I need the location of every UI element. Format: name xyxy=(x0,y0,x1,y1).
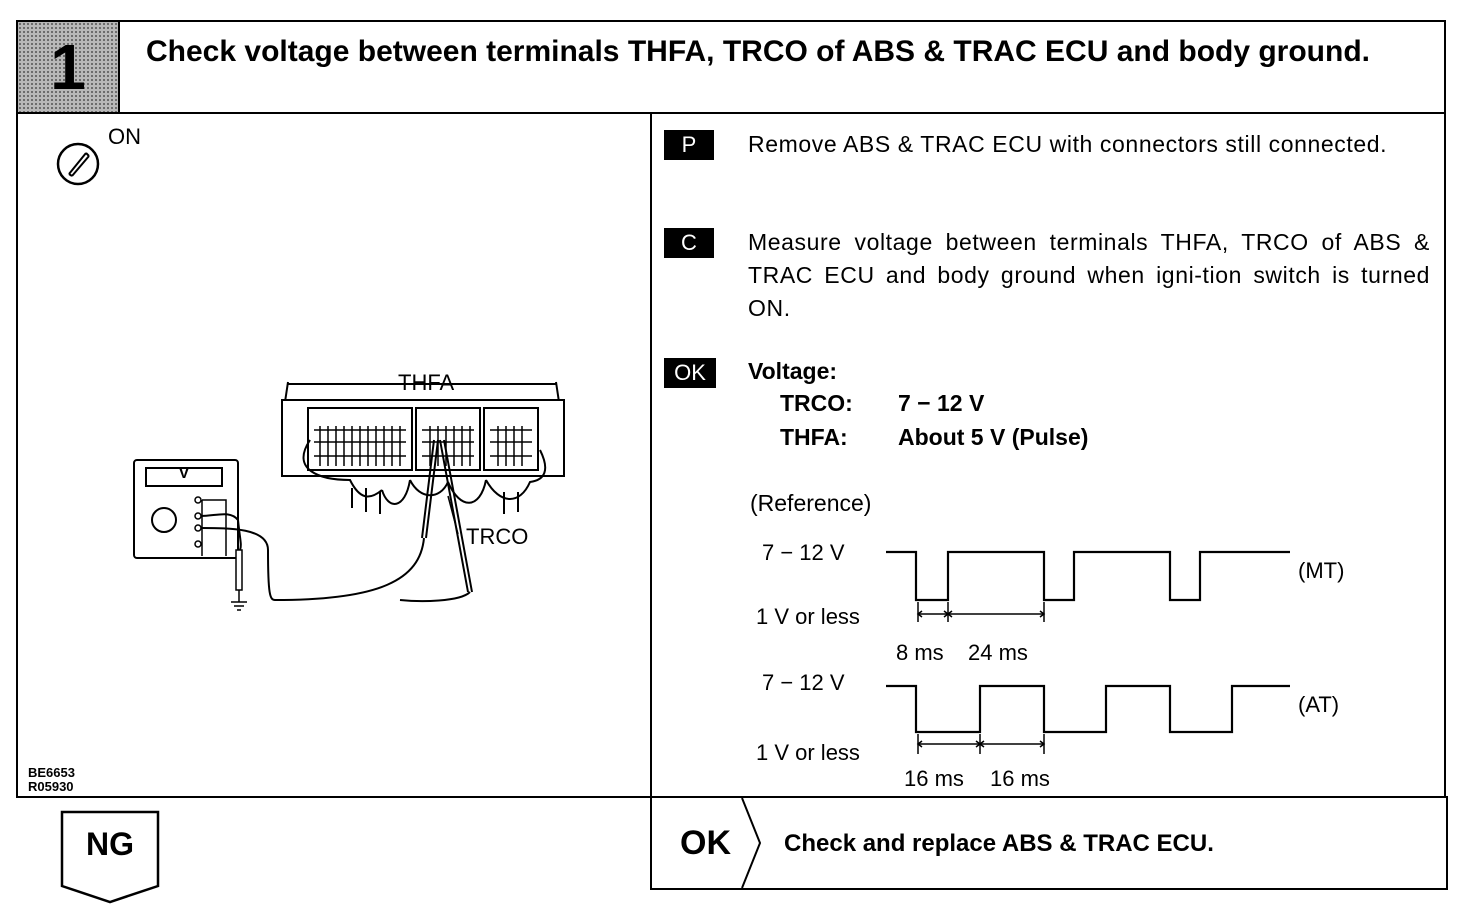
ok-result-label: OK xyxy=(680,824,731,862)
ng-result-box xyxy=(60,810,160,904)
at-high-label: 7 − 12 V xyxy=(762,670,845,695)
at-low-label: 1 V or less xyxy=(756,740,860,765)
voltage-heading: Voltage: xyxy=(748,358,838,384)
thfa-spec-value: About 5 V (Pulse) xyxy=(898,424,1089,450)
ok-arrow-divider xyxy=(741,797,762,889)
trco-terminal-label: TRCO xyxy=(466,524,529,549)
mt-high-label: 7 − 12 V xyxy=(762,540,845,565)
c-tag: C xyxy=(664,228,714,258)
at-duration-high: 16 ms xyxy=(990,766,1050,791)
trco-spec-value: 7 − 12 V xyxy=(898,390,985,416)
mt-pulse-waveform xyxy=(886,550,1290,622)
figure-code-1: BE6653 xyxy=(28,765,75,780)
step-header: 1 Check voltage between terminals THFA, … xyxy=(16,20,1446,114)
trco-spec-label: TRCO: xyxy=(780,390,853,416)
multimeter-display-label: V xyxy=(178,465,190,482)
step-number-box xyxy=(18,22,120,112)
ok-result-box xyxy=(650,796,1448,890)
mt-duration-low: 8 ms xyxy=(896,640,944,665)
ok-tag: OK xyxy=(664,358,716,388)
reference-heading: (Reference) xyxy=(750,490,872,516)
mt-low-label: 1 V or less xyxy=(756,604,860,629)
mt-duration-high: 24 ms xyxy=(968,640,1028,665)
instructions-panel xyxy=(650,112,1446,798)
thfa-terminal-label: THFA xyxy=(398,370,455,395)
at-mode-label: (AT) xyxy=(1298,692,1340,717)
thfa-spec-label: THFA: xyxy=(780,424,848,450)
mt-mode-label: (MT) xyxy=(1298,558,1345,583)
ok-result-action: Check and replace ABS & TRAC ECU. xyxy=(784,830,1214,857)
figure-code-2: R05930 xyxy=(28,779,74,794)
p-tag: P xyxy=(664,130,714,160)
step-title: Check voltage between terminals THFA, TR… xyxy=(146,35,1370,68)
at-pulse-waveform xyxy=(886,684,1290,754)
ignition-switch-icon xyxy=(56,142,100,186)
at-duration-low: 16 ms xyxy=(904,766,964,791)
step-number: 1 xyxy=(50,31,86,103)
p-instruction: Remove ABS & TRAC ECU with connectors st… xyxy=(748,131,1388,157)
ng-label: NG xyxy=(86,826,134,862)
ecu-connector-diagram xyxy=(133,381,565,611)
ignition-on-label: ON xyxy=(108,124,141,149)
c-instruction: Measure voltage between terminals THFA, … xyxy=(748,229,1430,321)
